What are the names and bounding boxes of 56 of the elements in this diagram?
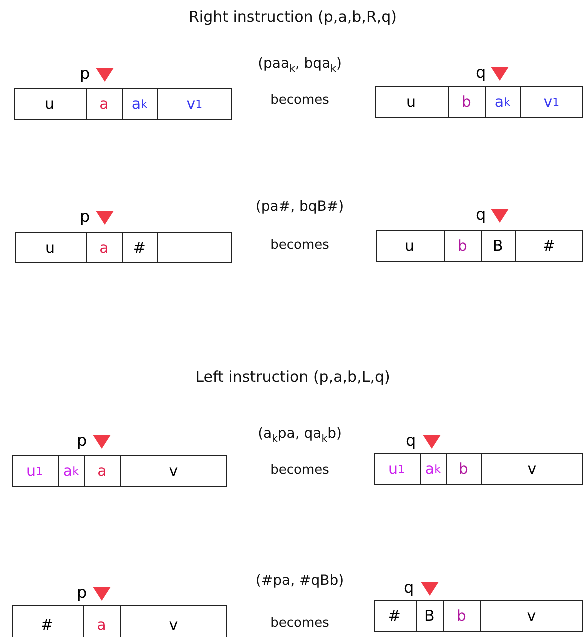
tape bbox=[14, 88, 232, 120]
tape-head-pointer bbox=[95, 67, 115, 83]
transition-text: becomes bbox=[270, 93, 330, 108]
tape-cell: # bbox=[514, 231, 583, 261]
transition-text: becomes bbox=[270, 238, 330, 253]
instruction-tuple: (pa#, bqB#) bbox=[256, 199, 344, 215]
tape-cell: # bbox=[122, 233, 157, 262]
tape-head-pointer bbox=[490, 66, 510, 82]
tape-cell: B bbox=[480, 231, 515, 261]
tape-cell: # bbox=[374, 601, 416, 631]
tape-head-pointer bbox=[92, 586, 112, 602]
state-label: p bbox=[77, 431, 88, 450]
tape-cell: u bbox=[376, 231, 444, 261]
tape-cell: v bbox=[120, 606, 227, 637]
tape-cell: b bbox=[442, 601, 480, 631]
tape bbox=[375, 86, 583, 118]
state-label: q bbox=[476, 205, 486, 224]
instruction-tuple: (#pa, #qBb) bbox=[256, 573, 344, 589]
tape-cell: a bbox=[84, 456, 120, 486]
state-label: p bbox=[80, 64, 90, 83]
instruction-tuple: (a$_{k}$pa, qa$_{k}$b) bbox=[258, 426, 342, 445]
tape bbox=[374, 600, 583, 632]
state-label: q bbox=[476, 63, 486, 82]
state-label: p bbox=[80, 207, 90, 226]
tape-cell: u bbox=[374, 87, 448, 117]
state-label: q bbox=[406, 431, 416, 450]
tape-head-pointer bbox=[95, 210, 115, 226]
tape bbox=[12, 455, 227, 487]
tape-cell: b bbox=[448, 87, 485, 117]
tape-cell: u bbox=[14, 89, 86, 119]
section-title: Right instruction (p,a,b,R,q) bbox=[189, 8, 397, 26]
transition-text: becomes bbox=[270, 616, 330, 631]
tape-cell: u bbox=[14, 233, 86, 262]
section-title: Left instruction (p,a,b,L,q) bbox=[196, 368, 390, 386]
tape-cell: B bbox=[416, 601, 443, 631]
tape-cell: # bbox=[12, 606, 83, 637]
transition-text: becomes bbox=[270, 463, 330, 478]
tape-cell: b bbox=[444, 231, 481, 261]
tape-head-pointer bbox=[420, 581, 440, 597]
tape-head-pointer bbox=[92, 434, 112, 450]
tape-cell: a bbox=[86, 89, 122, 119]
tape bbox=[12, 605, 227, 637]
tape-cell: v bbox=[480, 601, 583, 631]
tape-head-pointer bbox=[422, 434, 442, 450]
state-label: p bbox=[77, 583, 88, 602]
tape-cell: b bbox=[446, 454, 481, 484]
tape-cell: a bbox=[82, 606, 120, 637]
tape-cell: v bbox=[120, 456, 227, 486]
tape-cell: v bbox=[480, 454, 583, 484]
state-label: q bbox=[404, 578, 414, 597]
tape bbox=[376, 230, 583, 262]
instruction-tuple: (paa$_{k}$, bqa$_{k}$) bbox=[258, 56, 342, 75]
tape bbox=[15, 232, 232, 263]
tape bbox=[374, 453, 583, 485]
tape-head-pointer bbox=[490, 208, 510, 224]
tape-cell: a bbox=[86, 233, 122, 262]
